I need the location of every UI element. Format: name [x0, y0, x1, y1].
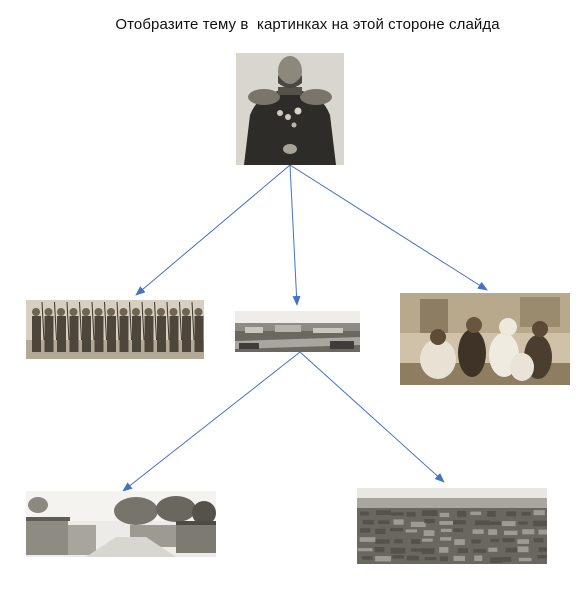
soldiers-column-image [26, 300, 204, 359]
arrow-to-village [122, 351, 301, 492]
general-portrait-image [236, 53, 344, 165]
rooftops-panorama-image [357, 488, 547, 564]
village-street-image [26, 491, 216, 557]
arrow-to-rooftops [299, 351, 445, 483]
city-panorama-image [235, 311, 360, 352]
arrow-to-seated-men [289, 164, 488, 291]
seated-men-image [400, 293, 570, 385]
arrow-to-soldiers [135, 164, 291, 296]
slide-instruction: Отобразите тему в картинках на этой стор… [115, 16, 500, 33]
arrow-to-city [289, 164, 301, 306]
